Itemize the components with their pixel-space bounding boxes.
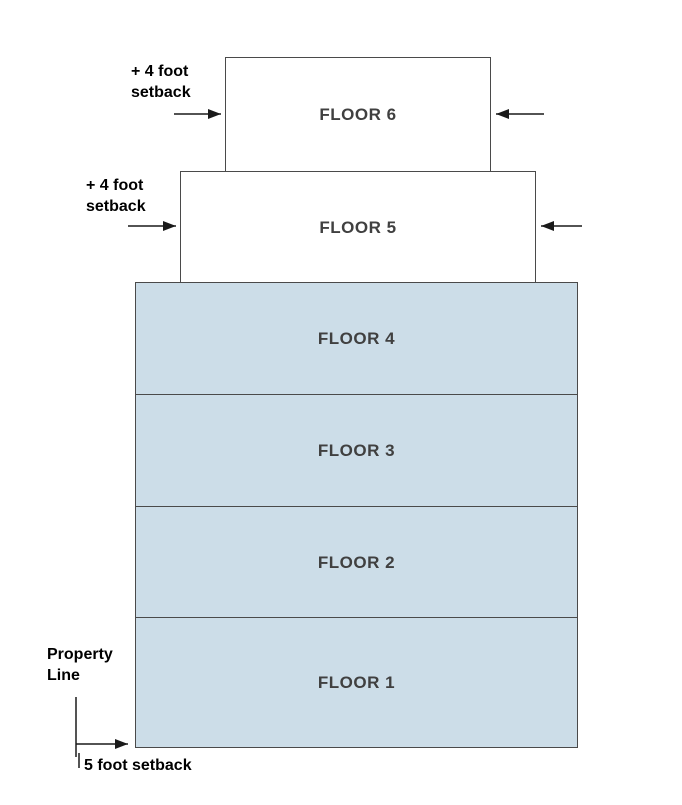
floor-6-box: FLOOR 6: [225, 57, 491, 173]
floor-6-label: FLOOR 6: [319, 105, 397, 124]
setback-label-floor6: + 4 foot setback: [131, 63, 191, 101]
ground-setback-label: 5 foot setback: [84, 757, 192, 774]
setback-label-floor5: + 4 foot setback: [86, 177, 146, 215]
floor-2-label: FLOOR 2: [317, 552, 396, 572]
floor-5-box: FLOOR 5: [180, 171, 536, 284]
floor-2-box: FLOOR 2: [135, 506, 578, 619]
floor-4-label: FLOOR 4: [317, 329, 396, 348]
floor-4-box: FLOOR 4: [135, 282, 578, 396]
property-line-label: Property Line: [47, 646, 113, 684]
floor-3-label: FLOOR 3: [317, 441, 396, 460]
floor-5-label: FLOOR 5: [319, 217, 397, 237]
floor-3-box: FLOOR 3: [135, 394, 578, 508]
floor-1-box: FLOOR 1: [135, 617, 578, 748]
floor-1-label: FLOOR 1: [317, 672, 396, 692]
